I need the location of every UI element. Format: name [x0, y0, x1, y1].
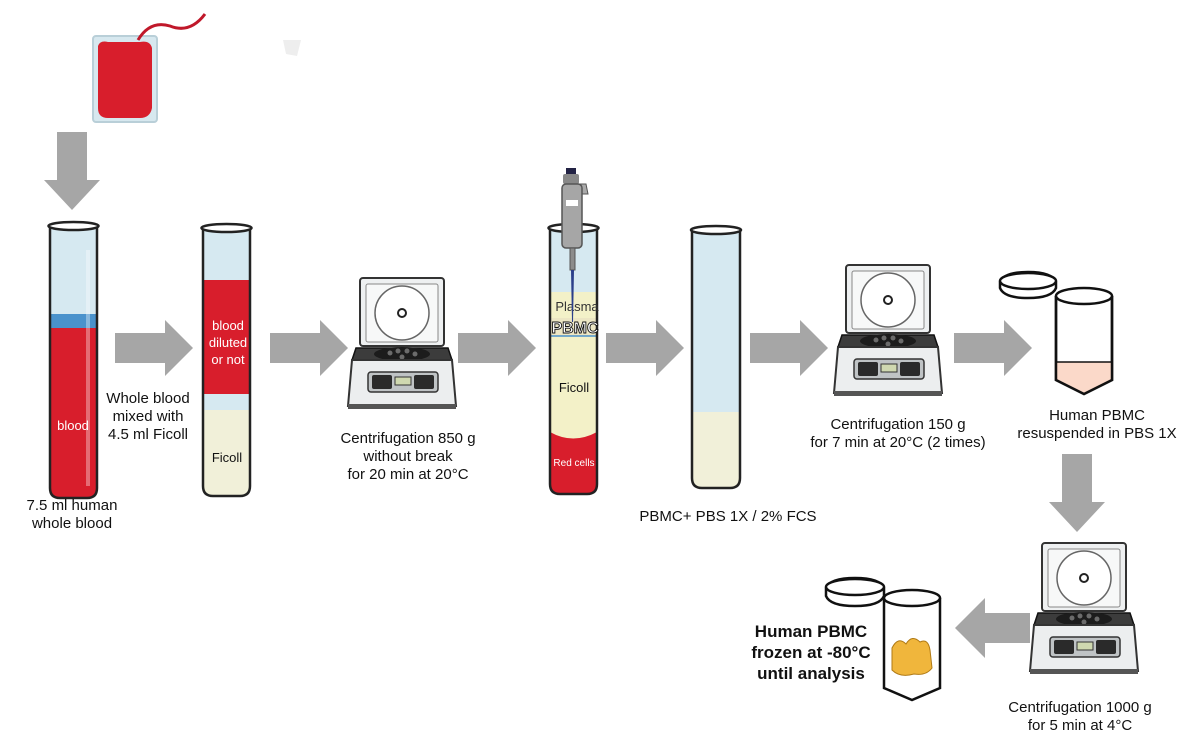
- arrow-down-2: [1049, 454, 1105, 532]
- centrifuge-icon-2: [833, 264, 943, 397]
- label-mixed: Whole blood mixed with 4.5 ml Ficoll: [106, 390, 190, 443]
- arrow-left-1: [955, 598, 1030, 658]
- arrow-right-1: [115, 320, 193, 376]
- blood-bag-icon: [92, 13, 207, 123]
- centrifuge-icon-3: [1029, 542, 1139, 675]
- tube-label-blood-diluted-2: diluted: [209, 335, 247, 350]
- arrow-right-6: [954, 320, 1032, 376]
- tube-label-pbmc: PBMC: [551, 320, 599, 337]
- tube-label-blood-diluted-3: or not: [211, 352, 245, 367]
- tube-label-red-cells: Red cells: [553, 458, 594, 469]
- diluted-blood-tube: [200, 222, 253, 498]
- label-whole-blood: 7.5 ml human whole blood: [26, 497, 118, 532]
- bag-hanger-icon: [283, 40, 301, 56]
- falcon-tube-frozen-icon: [824, 576, 942, 702]
- label-resuspended: Human PBMC resuspended in PBS 1X: [1017, 407, 1177, 442]
- label-pbmc-pbs: PBMC+ PBS 1X / 2% FCS: [639, 508, 817, 525]
- centrifuge-icon-1: [347, 277, 457, 410]
- arrow-right-5: [750, 320, 828, 376]
- tube-label-ficoll-2: Ficoll: [559, 380, 589, 395]
- label-centrifugation-1000: Centrifugation 1000 g for 5 min at 4°C: [1008, 699, 1152, 734]
- label-centrifugation-850: Centrifugation 850 g without break for 2…: [340, 430, 476, 483]
- separated-tube: [547, 222, 600, 496]
- pbmc-pbs-tube: [689, 224, 743, 490]
- blood-tube: [47, 220, 100, 500]
- arrow-right-3: [458, 320, 536, 376]
- arrow-down-1: [44, 132, 100, 210]
- pipette-icon: [561, 168, 589, 322]
- arrow-right-2: [270, 320, 348, 376]
- tube-label-blood: blood: [57, 418, 89, 433]
- tube-label-plasma: Plasma: [555, 299, 599, 314]
- falcon-tube-resuspended-icon: [998, 270, 1114, 396]
- label-frozen: Human PBMC frozen at -80°C until analysi…: [751, 622, 871, 683]
- label-centrifugation-150: Centrifugation 150 g for 7 min at 20°C (…: [810, 416, 986, 451]
- tube-label-blood-diluted-1: blood: [212, 318, 244, 333]
- arrow-right-4: [606, 320, 684, 376]
- tube-label-ficoll-1: Ficoll: [212, 450, 242, 465]
